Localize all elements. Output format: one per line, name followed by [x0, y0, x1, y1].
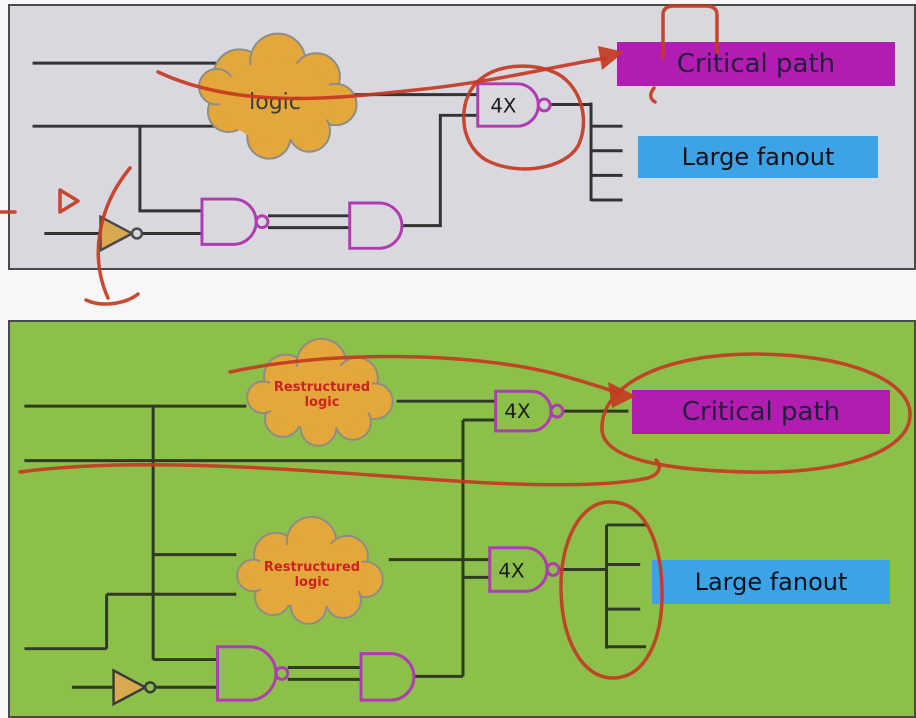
restructured-cloud-2-line2: logic [294, 575, 330, 590]
large-fanout-box: Large fanout [638, 136, 878, 178]
inverter-icon [99, 214, 144, 253]
restructured-cloud-2-line1: Restructured [263, 560, 361, 575]
after-panel: 4X 4X Restructured logic Res [8, 320, 916, 718]
restructured-cloud-1-label: Restructured logic [242, 380, 402, 410]
before-panel: 4X logic Critical path Large fanout [8, 4, 916, 270]
restructured-cloud-1-line2: logic [304, 395, 340, 410]
gate-4x-label-1: 4X [504, 400, 530, 423]
nand-4x-gate-1: 4X [494, 389, 565, 433]
large-fanout-box-after: Large fanout [652, 560, 890, 604]
restructured-cloud-2-label: Restructured logic [232, 560, 392, 590]
and-gate-1 [348, 201, 404, 250]
nand-gate-1 [200, 197, 270, 246]
inverter-icon-2 [112, 668, 157, 707]
nand-4x-gate: 4X [476, 82, 552, 128]
nand-gate-2 [215, 645, 290, 702]
restructured-cloud-2 [236, 516, 384, 625]
nand-4x-gate-2: 4X [488, 546, 561, 593]
logic-cloud-label: logic [249, 90, 301, 115]
critical-path-box-after: Critical path [632, 390, 890, 434]
critical-path-box: Critical path [617, 42, 895, 86]
and-gate-2 [359, 652, 416, 702]
restructured-cloud-1-line1: Restructured [273, 380, 371, 395]
after-circuit-svg: 4X 4X [24, 337, 647, 707]
red-bracket-foot [84, 292, 140, 306]
gate-4x-label: 4X [490, 94, 516, 117]
gate-4x-label-2: 4X [498, 559, 524, 582]
